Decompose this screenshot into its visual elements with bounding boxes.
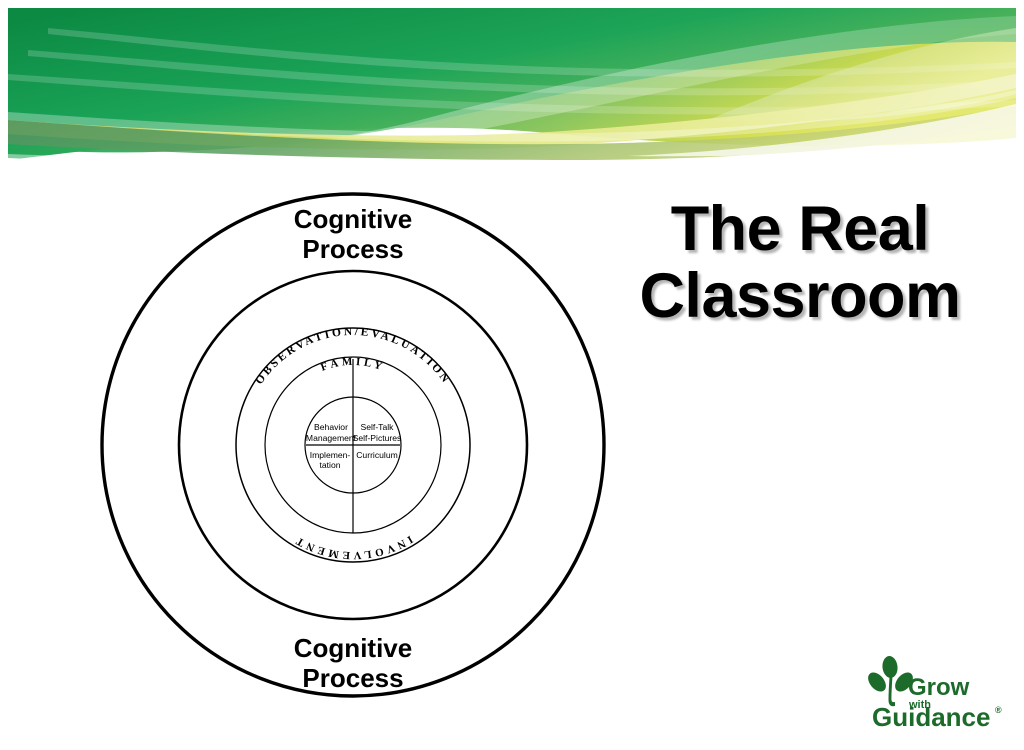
page-title: The Real Classroom <box>600 196 1000 330</box>
header-banner-graphic <box>8 8 1016 168</box>
grow-with-guidance-logo: Grow with Guidance ® <box>868 655 1008 733</box>
quadrant-top-left-line2: Management <box>306 433 357 443</box>
quadrant-top-right-line2: Self-Pictures <box>353 433 402 443</box>
logo-word-guidance: Guidance <box>872 702 990 732</box>
title-line-1: The Real <box>670 194 930 264</box>
quadrant-bottom-right-line1: Curriculum <box>356 450 398 460</box>
label-cognitive-top-line2: Process <box>302 234 403 264</box>
label-cognitive-top-line1: Cognitive <box>294 204 412 234</box>
concentric-circles-diagram: Cognitive Process Cognitive Process OBSE… <box>88 176 618 716</box>
quadrant-top-left-line1: Behavior <box>314 422 348 432</box>
title-line-2: Classroom <box>639 260 961 331</box>
quadrant-top-right-line1: Self-Talk <box>361 422 395 432</box>
plant-leaves-icon <box>868 656 913 707</box>
logo-word-grow: Grow <box>908 674 970 701</box>
label-cognitive-bottom-line1: Cognitive <box>294 633 412 663</box>
logo-word-with: with <box>908 699 931 711</box>
label-cognitive-bottom-line2: Process <box>302 663 403 693</box>
quadrant-bottom-left-line1: Implemen- <box>310 450 351 460</box>
quadrant-bottom-left-line2: tation <box>319 460 340 470</box>
logo-registered-mark: ® <box>995 705 1002 715</box>
